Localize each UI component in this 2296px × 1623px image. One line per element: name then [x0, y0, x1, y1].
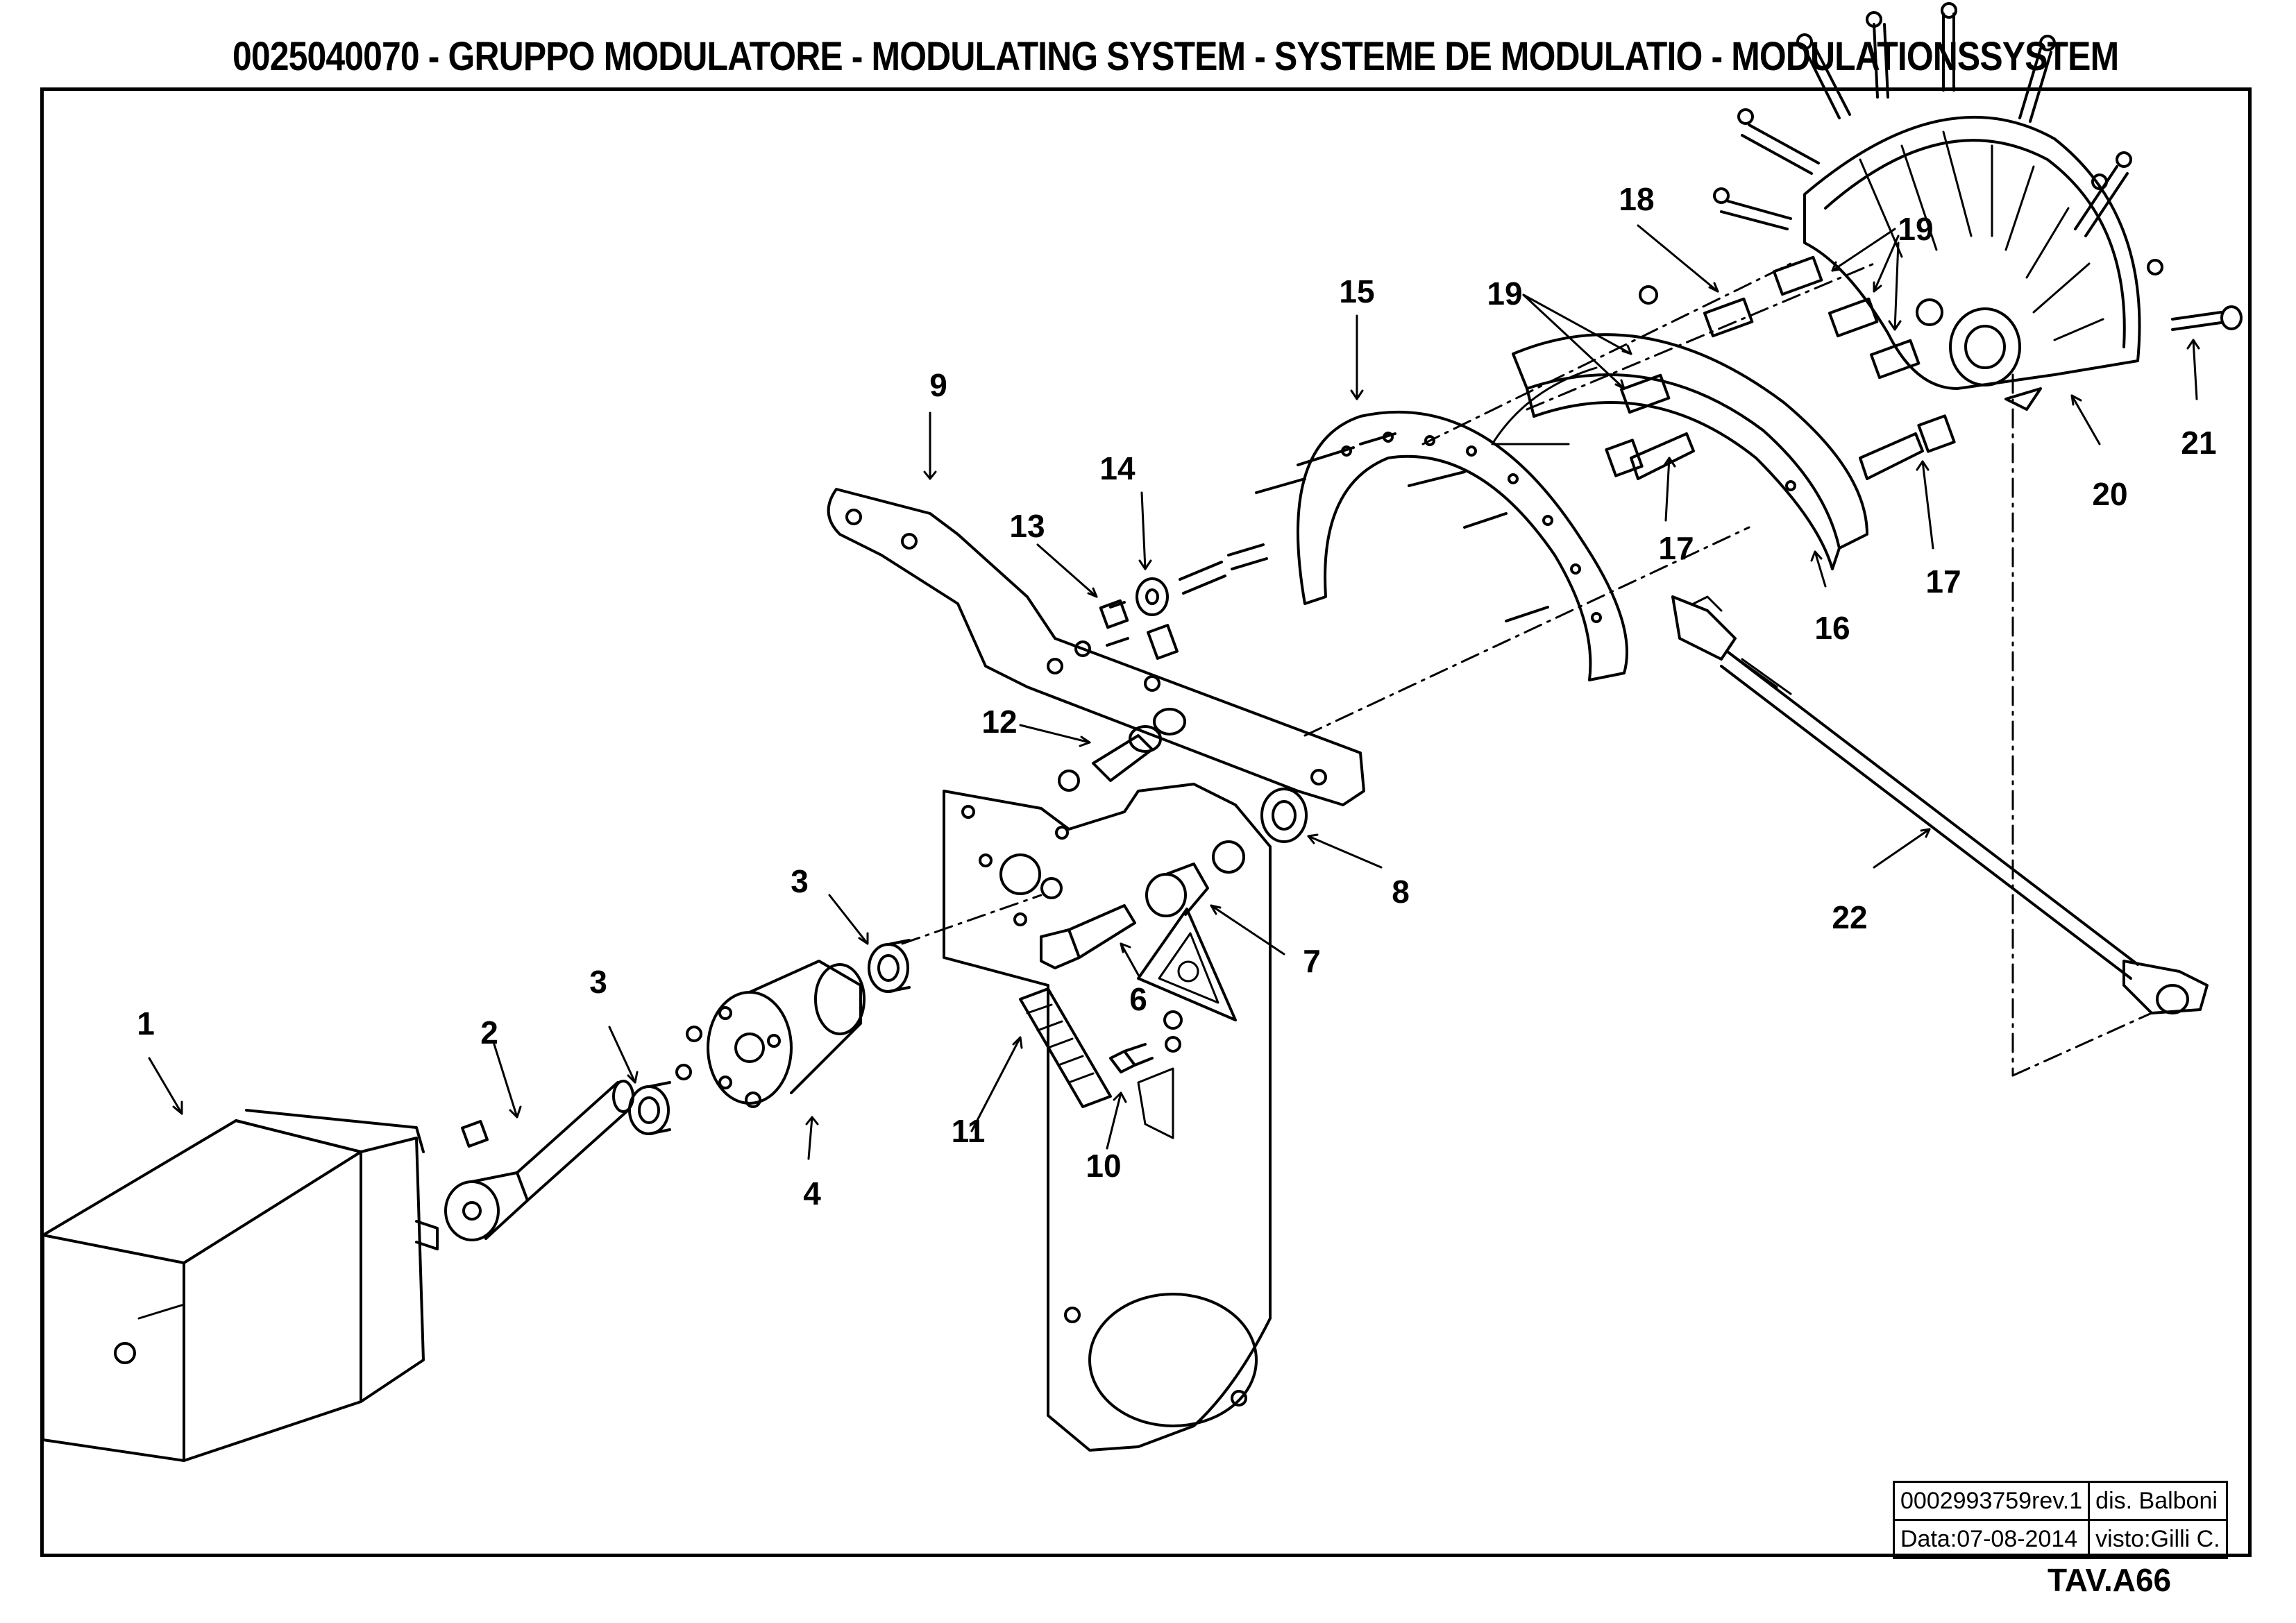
- callout-19a: 19: [1487, 275, 1523, 312]
- drawing-date: Data:07-08-2014: [1892, 1519, 2091, 1559]
- callout-17a: 17: [1658, 530, 1694, 566]
- callout-6: 6: [1129, 981, 1147, 1017]
- leader-arrows: [148, 224, 2200, 1160]
- cam-cover: [1803, 115, 2141, 411]
- callout-3a: 3: [589, 964, 607, 1000]
- callout-4: 4: [803, 1175, 821, 1212]
- callout-21: 21: [2181, 425, 2217, 461]
- cover-screws: [1713, 2, 2243, 331]
- guide-pin: [1058, 708, 1186, 792]
- checked-by: visto:Gilli C.: [2088, 1519, 2228, 1559]
- tie-rod: [1671, 595, 2209, 1014]
- callout-3b: 3: [791, 863, 809, 899]
- callout-1: 1: [137, 1005, 155, 1042]
- construction-lines: [901, 262, 2153, 1077]
- callout-15: 15: [1339, 273, 1375, 309]
- callout-9: 9: [929, 367, 947, 403]
- callout-12: 12: [981, 704, 1018, 740]
- callout-7: 7: [1303, 943, 1321, 979]
- callout-16: 16: [1814, 610, 1850, 646]
- callout-22: 22: [1832, 899, 1868, 935]
- page-title: 0025040070 - GRUPPO MODULATORE - MODULAT…: [233, 34, 2119, 79]
- coupling-hub: [675, 960, 866, 1108]
- callout-20: 20: [2092, 476, 2128, 512]
- slider-block: [1619, 255, 1921, 414]
- designer: dis. Balboni: [2088, 1481, 2228, 1521]
- cam-arc-plate: [1255, 410, 1628, 681]
- pivot-pin: [1040, 904, 1136, 969]
- servomotor-housing: [42, 1109, 439, 1462]
- callout-10: 10: [1086, 1148, 1122, 1184]
- callout-14: 14: [1099, 450, 1136, 486]
- callout-18: 18: [1619, 181, 1655, 217]
- shaft: [444, 1080, 634, 1241]
- hex-nut: [1260, 788, 1308, 843]
- adjusting-screw: [1109, 1036, 1181, 1073]
- warning-triangle-icon: [1137, 908, 1237, 1021]
- cam-shoe: [1491, 333, 1868, 570]
- callout-2: 2: [480, 1014, 498, 1051]
- callout-17b: 17: [1925, 563, 1961, 600]
- callout-8: 8: [1392, 874, 1410, 910]
- drawing-number: 0002993759rev.1: [1892, 1481, 2091, 1521]
- bushing: [628, 939, 911, 1135]
- callout-13: 13: [1009, 508, 1045, 544]
- sheet-code: TAV.A66: [2048, 1562, 2172, 1598]
- link-rod: [1605, 414, 1956, 480]
- bearing: [1099, 543, 1268, 660]
- callout-19b: 19: [1898, 211, 1934, 247]
- drawing-frame: [40, 87, 2252, 1557]
- hex-bolt: [1145, 863, 1209, 917]
- lever-arm: [827, 488, 1365, 806]
- callout-11: 11: [951, 1113, 986, 1149]
- title-block: 0002993759rev.1 dis. Balboni Data:07-08-…: [1892, 1481, 2228, 1559]
- spring: [1019, 987, 1112, 1108]
- mounting-plate: [943, 783, 1272, 1452]
